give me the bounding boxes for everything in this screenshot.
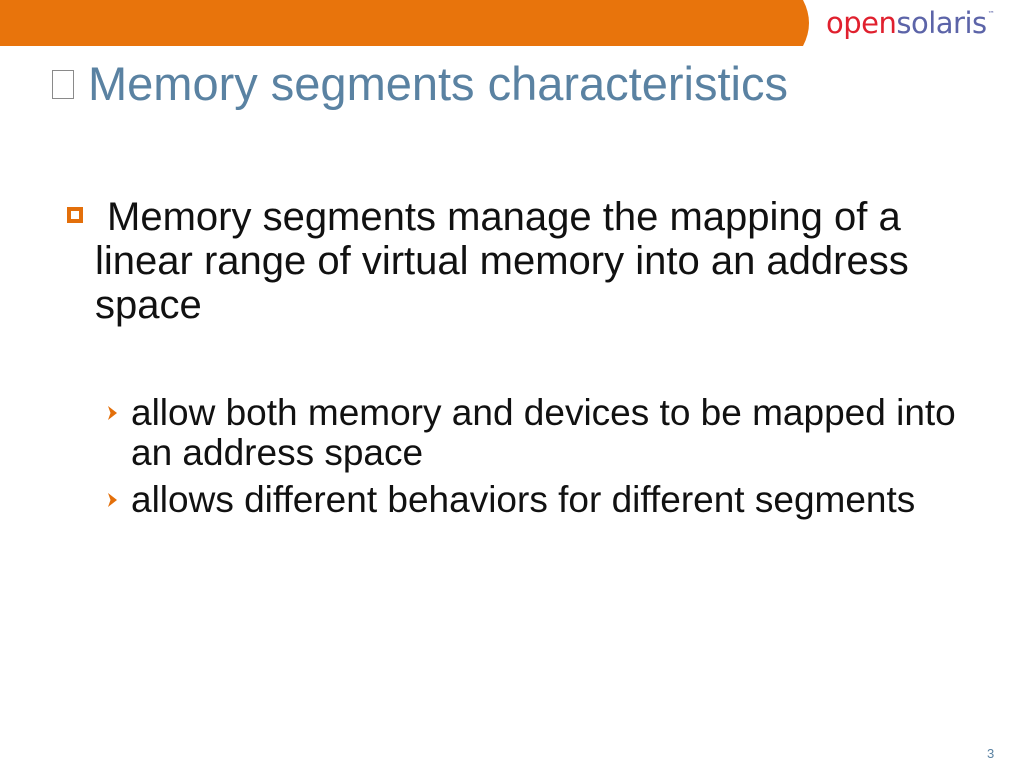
orange-banner xyxy=(0,0,809,46)
sub-bullet-text: allows different behaviors for different… xyxy=(131,479,916,520)
chevron-right-icon xyxy=(108,493,117,507)
header-banner-shape xyxy=(0,0,809,46)
sub-bullet-text: allow both memory and devices to be mapp… xyxy=(131,392,956,473)
title-marker-icon xyxy=(52,70,74,99)
logo-text-open: open xyxy=(826,6,897,40)
logo-trademark: ™ xyxy=(987,10,995,18)
sub-bullet-item: allow both memory and devices to be mapp… xyxy=(100,393,1000,473)
chevron-right-icon xyxy=(108,406,117,420)
page-number: 3 xyxy=(987,746,995,761)
logo-text-solaris: solaris xyxy=(896,6,987,40)
sub-bullet-list: allow both memory and devices to be mapp… xyxy=(100,393,1000,527)
sub-bullet-item: allows different behaviors for different… xyxy=(100,480,1000,520)
slide-title: Memory segments characteristics xyxy=(88,57,788,110)
bullet-text: Memory segments manage the mapping of a … xyxy=(95,195,909,327)
hollow-square-bullet-icon xyxy=(67,207,83,223)
title-row: Memory segments characteristics xyxy=(52,60,788,107)
bullet-item: Memory segments manage the mapping of a … xyxy=(63,195,973,327)
header-bar xyxy=(0,0,1023,46)
